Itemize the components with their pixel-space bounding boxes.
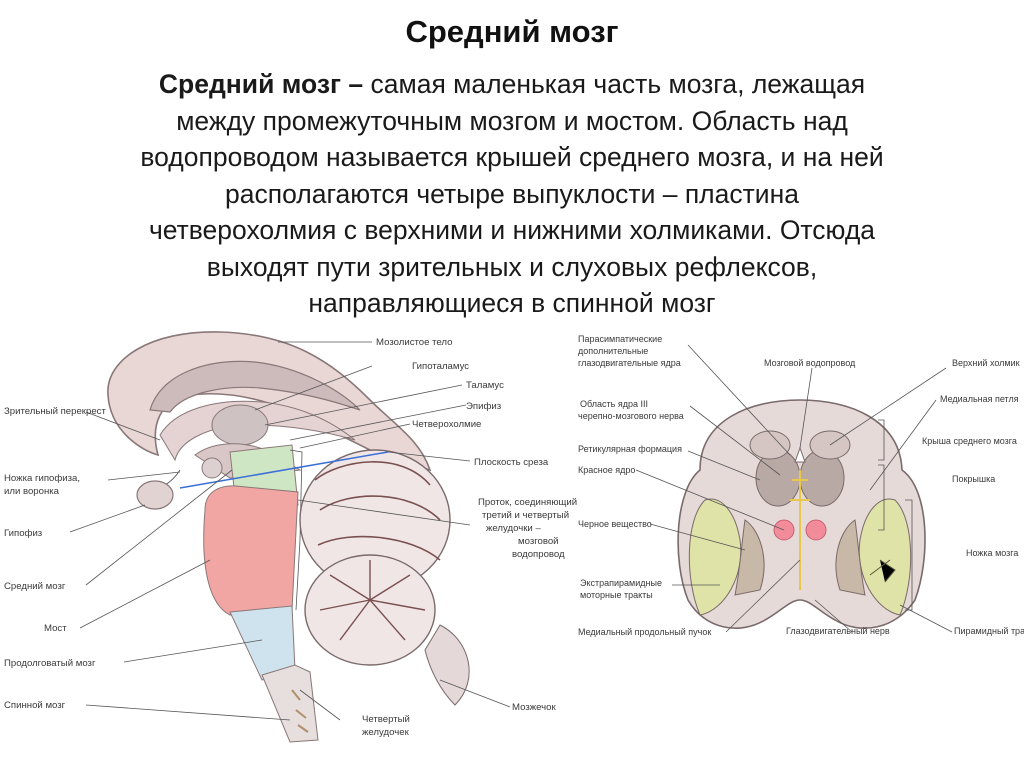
label-reticular-formation: Ретикулярная формация [578, 444, 682, 454]
label-duct-4: мозговой [518, 536, 559, 547]
label-parasympathetic-2: дополнительные [578, 346, 648, 356]
label-pyramidal-tract: Пирамидный тракт [954, 626, 1024, 636]
label-spinal-cord: Спинной мозг [4, 700, 66, 711]
left-figure-leaders [69, 341, 511, 721]
label-optic-chiasm: Зрительный перекрест [4, 406, 106, 417]
right-figure-labels: Парасимпатические дополнительные глазодв… [578, 334, 1024, 637]
label-nucleus-iii-1: Область ядра III [580, 399, 648, 409]
label-hypothalamus: Гипоталамус [412, 361, 469, 372]
label-quadrigemina: Четверохолмие [412, 419, 481, 430]
label-extrapyramidal-1: Экстрапирамидные [580, 578, 662, 588]
label-superior-colliculus: Верхний холмик [952, 358, 1020, 368]
label-duct-5: водопровод [512, 549, 565, 560]
slide-title: Средний мозг [405, 14, 619, 49]
label-tectum: Крыша среднего мозга [922, 436, 1017, 446]
label-fourth-ventricle-2: желудочек [362, 727, 410, 738]
label-epiphysis: Эпифиз [466, 401, 502, 412]
label-thalamus: Таламус [466, 380, 504, 391]
cut-plane-line [179, 451, 389, 489]
label-parasympathetic-1: Парасимпатические [578, 334, 662, 344]
label-cerebellum: Мозжечок [512, 702, 556, 713]
label-fourth-ventricle-1: Четвертый [362, 714, 410, 725]
label-medial-lemniscus: Медиальная петля [940, 394, 1019, 404]
label-infundibulum-2: или воронка [4, 486, 60, 497]
intro-line-4: располагаются четыре выпуклости – пласти… [225, 178, 799, 209]
brain-hemisphere [107, 331, 432, 472]
intro-paragraph: Средний мозг – самая маленькая часть моз… [10, 66, 1014, 322]
label-infundibulum-1: Ножка гипофиза, [4, 473, 80, 484]
cerebellum [299, 449, 470, 706]
label-parasympathetic-3: глазодвигательные ядра [578, 358, 681, 368]
label-aqueduct: Мозговой водопровод [764, 358, 856, 368]
label-duct-2: третий и четвертый [482, 510, 569, 521]
midbrain-cross-section [677, 399, 926, 629]
left-figure-labels: Мозолистое тело Гипоталамус Таламус Эпиф… [4, 337, 577, 738]
right-figure-leaders [635, 344, 953, 633]
label-midbrain: Средний мозг [4, 581, 66, 592]
intro-line-5: четверохолмия с верхними и нижними холми… [148, 215, 876, 245]
label-tegmentum: Покрышка [952, 474, 995, 484]
intro-bold-term: Средний мозг – [158, 69, 364, 99]
label-oculomotor-nerve: Глазодвигательный нерв [786, 626, 890, 636]
label-mlf: Медиальный продольный пучок [578, 627, 711, 637]
brainstem [203, 444, 319, 743]
intro-line-1: самая маленькая часть мозга, лежащая [363, 69, 866, 99]
intro-line-6: выходят пути зрительных и слуховых рефле… [206, 251, 818, 282]
label-hypophysis: Гипофиз [4, 528, 43, 539]
label-cerebral-peduncle: Ножка мозга [966, 548, 1018, 558]
label-cut-plane: Плоскость среза [474, 457, 549, 468]
label-duct-1: Проток, соединяющий [478, 497, 577, 508]
intro-line-7: направляющиеся в спинной мозг [308, 288, 716, 318]
intro-line-2: между промежуточным мозгом и мостом. Обл… [176, 105, 848, 136]
intro-line-3: водопроводом называется крышей среднего … [140, 142, 884, 172]
label-red-nucleus: Красное ядро [578, 465, 635, 475]
label-duct-3: желудочки – [486, 523, 541, 534]
label-extrapyramidal-2: моторные тракты [580, 590, 653, 600]
label-pons: Мост [44, 623, 67, 634]
label-corpus-callosum: Мозолистое тело [376, 337, 452, 348]
label-substantia-nigra: Черное вещество [578, 519, 652, 529]
label-nucleus-iii-2: черепно-мозгового нерва [578, 411, 684, 421]
label-medulla: Продолговатый мозг [4, 658, 96, 669]
